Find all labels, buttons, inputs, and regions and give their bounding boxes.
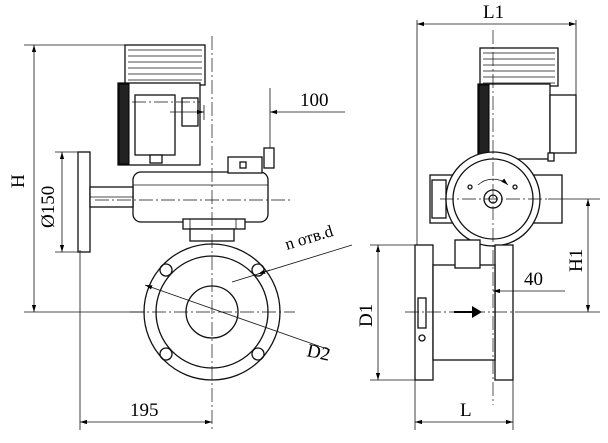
dimension-diam150: Ø150 xyxy=(38,151,80,253)
label-D1: D1 xyxy=(356,304,377,327)
dimension-H1: H1 xyxy=(525,198,600,313)
label-diam150: Ø150 xyxy=(38,186,59,228)
label-L: L xyxy=(460,400,472,421)
label-D2: D2 xyxy=(305,340,332,365)
gearbox-front xyxy=(132,147,275,230)
dimension-L1: L1 xyxy=(416,2,577,245)
dimension-D2: D2 xyxy=(144,284,332,366)
handwheel-front xyxy=(77,151,134,253)
dimension-100: 100 xyxy=(170,88,345,148)
label-100: 100 xyxy=(300,90,329,111)
label-H1: H1 xyxy=(566,249,587,272)
dimension-D1: D1 xyxy=(356,244,415,381)
dimension-L: L xyxy=(414,380,514,430)
dimension-195: 195 xyxy=(79,250,212,430)
valve-body-side xyxy=(414,239,514,381)
motor-front xyxy=(117,44,206,166)
dimension-40: 40 xyxy=(493,269,565,294)
motor-side xyxy=(477,47,577,162)
label-H: H xyxy=(8,174,29,188)
label-n-holes: n отв.d xyxy=(283,221,336,254)
front-view: 100 H Ø150 n отв.d D2 xyxy=(8,36,353,430)
side-view: L1 H1 40 D1 L xyxy=(356,2,600,430)
label-40: 40 xyxy=(524,269,543,290)
label-195: 195 xyxy=(130,400,159,421)
label-L1: L1 xyxy=(483,2,504,23)
dimension-H: H xyxy=(8,44,145,313)
